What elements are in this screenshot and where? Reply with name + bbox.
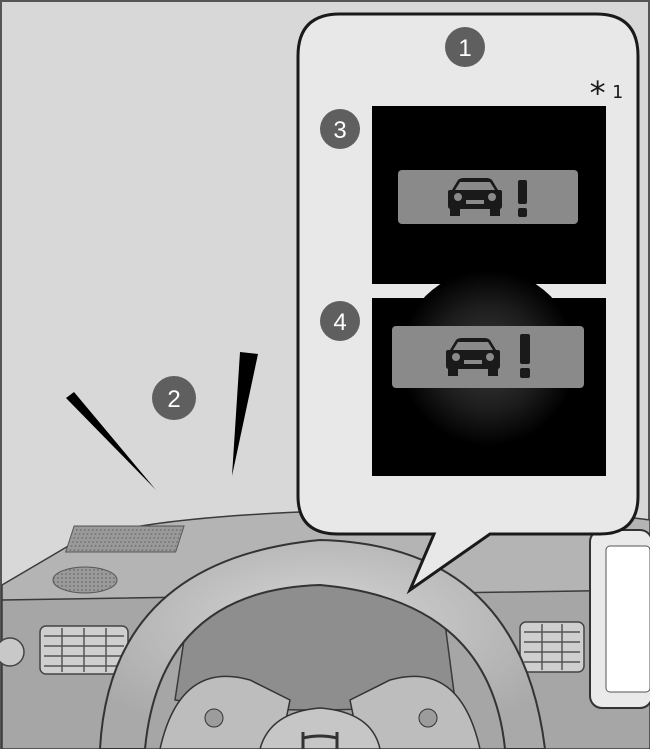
front-car-warning-icon bbox=[446, 338, 500, 376]
center-display-screen bbox=[605, 545, 650, 693]
wheel-button-right bbox=[418, 708, 438, 728]
callout-badge-2: 2 bbox=[152, 376, 196, 420]
display-screen-blinking-mask-left bbox=[360, 290, 372, 480]
honda-emblem bbox=[301, 732, 339, 749]
footnote-star: * bbox=[588, 74, 607, 112]
callout-badge-1: 1 bbox=[445, 27, 485, 67]
callout-badge-4: 4 bbox=[320, 301, 360, 341]
svg-text:1: 1 bbox=[458, 35, 471, 62]
beep-line-left bbox=[66, 392, 156, 490]
footnote-number: 1 bbox=[612, 82, 623, 103]
speaker-grille-left bbox=[64, 525, 185, 553]
svg-text:2: 2 bbox=[167, 386, 180, 413]
wheel-button-left bbox=[204, 708, 224, 728]
speaker-round-left bbox=[52, 566, 118, 594]
beep-line-right bbox=[232, 352, 258, 476]
svg-text:3: 3 bbox=[333, 117, 346, 144]
air-vent-right bbox=[519, 621, 585, 673]
exclamation-icon bbox=[520, 334, 530, 378]
callout-badge-3: 3 bbox=[320, 109, 360, 149]
steering-wheel bbox=[98, 538, 547, 749]
svg-text:4: 4 bbox=[333, 309, 346, 336]
air-vent-right-slats bbox=[524, 624, 580, 670]
knob-left bbox=[0, 637, 25, 667]
air-vent-left-slats bbox=[44, 628, 124, 672]
front-car-warning-icon bbox=[448, 178, 502, 216]
exclamation-icon bbox=[518, 180, 527, 217]
